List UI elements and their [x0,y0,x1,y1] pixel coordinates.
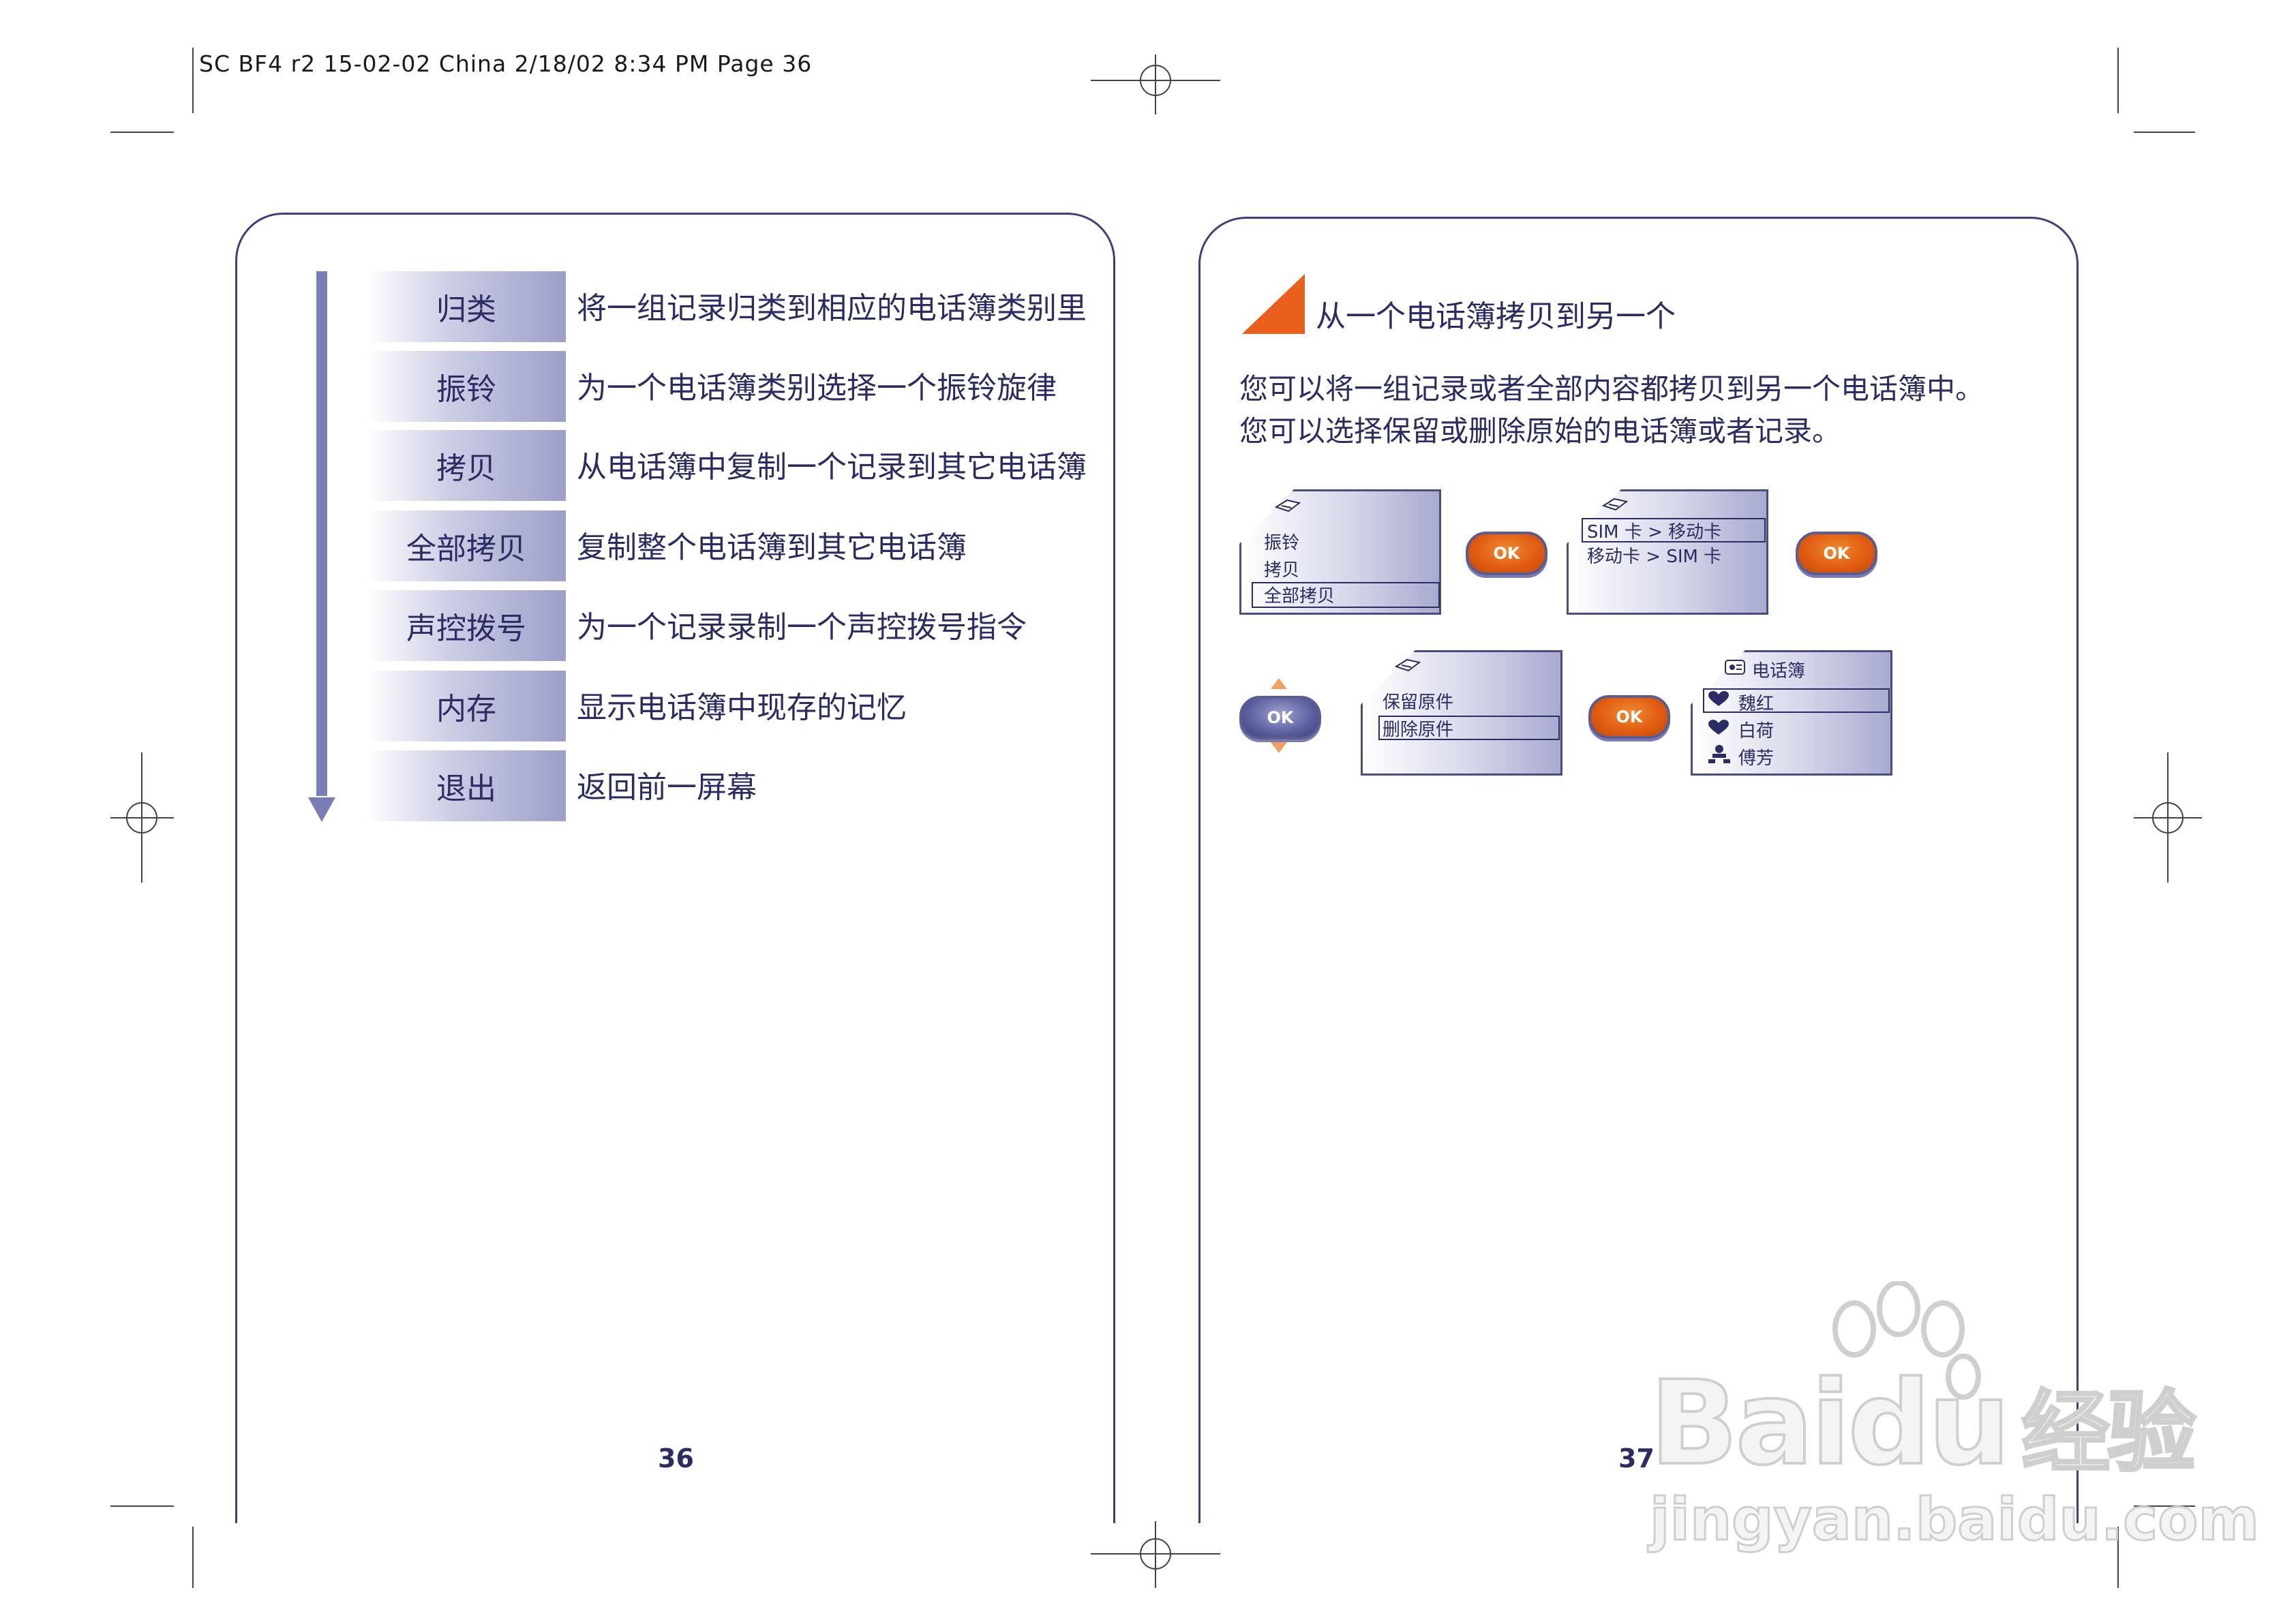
phone-screen-phonebook-list: 电话簿 魏红 白荷 傅芳 [1691,650,1892,776]
watermark-url: jingyan.baidu.com [1649,1485,2261,1555]
selection-highlight [1252,582,1440,608]
menu-label-copy: 拷贝 [367,430,566,501]
flow-arrow [308,271,335,823]
phonebook-icon [1602,498,1628,511]
menu-desc: 从电话簿中复制一个记录到其它电话簿 [577,450,1087,485]
contact-item-selected: 魏红 [1738,694,1774,714]
menu-row: 全部拷贝 复制整个电话簿到其它电话簿 [367,510,967,581]
menu-desc: 返回前一屏幕 [577,770,757,805]
phone-screen-copy-direction: SIM 卡 > 移动卡 移动卡 > SIM 卡 [1567,489,1768,615]
contact-item: 白荷 [1738,721,1774,741]
page-number-left: 36 [658,1443,694,1473]
ok-nav-button[interactable]: OK [1239,696,1321,739]
menu-row: 拷贝 从电话簿中复制一个记录到其它电话簿 [367,430,1087,501]
menu-row: 声控拨号 为一个记录录制一个声控拨号指令 [367,590,1027,661]
menu-label-ring: 振铃 [367,351,566,422]
screen-item: 保留原件 [1383,692,1454,713]
selection-highlight [1378,716,1560,740]
nav-key[interactable]: OK [1239,678,1321,753]
heart-icon [1708,720,1729,735]
menu-label-sort: 归类 [367,271,566,342]
selection-highlight [1582,518,1766,542]
menu-label-copy-all: 全部拷贝 [367,510,566,581]
screen-header: 电话簿 [1752,661,1806,682]
screen-item: 振铃 [1264,533,1300,553]
ok-button[interactable]: OK [1588,695,1670,739]
ok-button[interactable]: OK [1466,532,1547,575]
screen-item-selected: 删除原件 [1383,720,1454,740]
section-triangle-icon [1242,274,1305,334]
phonebook-icon [1395,658,1421,672]
selection-highlight [1703,688,1890,713]
phonebook-card-icon [1725,660,1745,675]
menu-row: 归类 将一组记录归类到相应的电话簿类别里 [367,271,1087,342]
phone-screen-keep-delete: 保留原件 删除原件 [1361,650,1562,776]
menu-desc: 为一个记录录制一个声控拨号指令 [577,610,1027,645]
menu-row: 退出 返回前一屏幕 [367,750,757,821]
menu-row: 振铃 为一个电话簿类别选择一个振铃旋律 [367,351,1057,422]
intro-text: 您可以将一组记录或者全部内容都拷贝到另一个电话簿中。 您可以选择保留或删除原始的… [1239,368,1984,453]
menu-row: 内存 显示电话簿中现存的记忆 [367,671,907,741]
intro-line: 您可以将一组记录或者全部内容都拷贝到另一个电话簿中。 [1239,372,1984,406]
menu-label-voice-dial: 声控拨号 [367,590,566,661]
contact-item: 傅芳 [1738,748,1774,769]
menu-desc: 复制整个电话簿到其它电话簿 [577,530,967,565]
right-page-panel [1198,217,2079,1523]
phonebook-icon [1275,499,1301,512]
menu-label-exit: 退出 [367,750,566,821]
menu-label-memory: 内存 [367,671,566,741]
ok-button[interactable]: OK [1796,532,1877,575]
paw-logo [1832,1281,1981,1400]
print-slug: SC BF4 r2 15-02-02 China 2/18/02 8:34 PM… [199,50,813,77]
screen-item: 拷贝 [1264,560,1300,581]
screen-item-selected: 全部拷贝 [1264,586,1335,607]
screen-item: 移动卡 > SIM 卡 [1587,547,1722,567]
phone-screen-menu: 振铃 拷贝 全部拷贝 [1239,489,1441,615]
arrow-up-icon [1271,678,1287,689]
menu-desc: 为一个电话簿类别选择一个振铃旋律 [577,371,1057,406]
intro-line: 您可以选择保留或删除原始的电话簿或者记录。 [1239,414,1841,448]
watermark-brand-1: Bai [1648,1355,1852,1493]
menu-desc: 将一组记录归类到相应的电话簿类别里 [577,291,1087,326]
watermark-brand-2: du [1847,1355,2012,1493]
page-number-right: 37 [1618,1443,1655,1473]
watermark-brand-3: 经验 [2020,1379,2197,1486]
section-title: 从一个电话簿拷贝到另一个 [1316,299,1676,334]
heart-icon [1708,691,1729,706]
arrow-down-icon [1271,742,1287,753]
left-page-panel [235,213,1115,1523]
menu-desc: 显示电话簿中现存的记忆 [577,690,907,725]
group-icon [1708,745,1730,763]
screen-item-selected: SIM 卡 > 移动卡 [1587,522,1722,542]
